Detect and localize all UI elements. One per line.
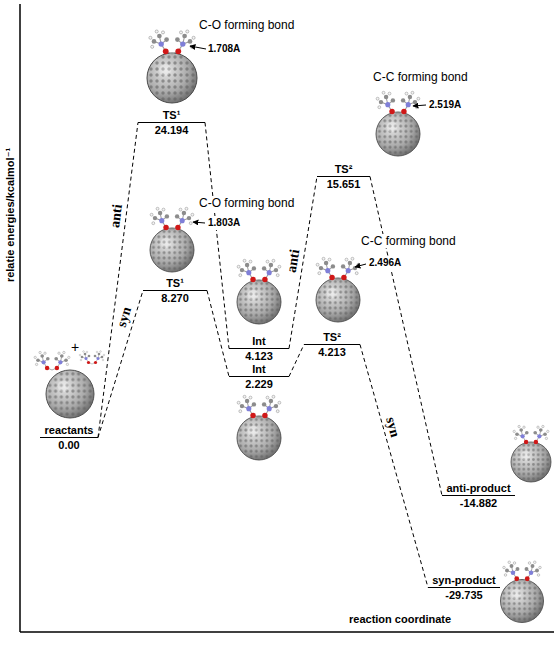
energy-bar (138, 122, 205, 123)
pathway-label: syn (114, 304, 135, 330)
leader-arrow (355, 264, 366, 267)
energy-level: Int 2.229 (229, 363, 289, 390)
energy-level: TS¹ 8.270 (143, 277, 207, 304)
energy-value: -29.735 (442, 589, 485, 601)
energy-bar (143, 290, 207, 291)
energy-bar (229, 376, 289, 377)
bond-length: 1.708A (207, 42, 241, 56)
energy-value: 8.270 (158, 292, 192, 304)
callout-text: C-C forming bond (372, 70, 469, 84)
dashed-connector (289, 345, 304, 377)
leader-arrow (193, 222, 205, 223)
energy-bar (40, 437, 98, 438)
energy-value: 4.123 (242, 350, 276, 362)
level-label: Int (249, 335, 268, 347)
energy-value: 2.229 (242, 378, 276, 390)
callout-text: C-O forming bond (198, 196, 295, 210)
energy-value: 24.194 (152, 124, 192, 136)
dashed-connector (98, 291, 143, 438)
bond-length: 2.519A (428, 98, 462, 112)
pathway-label: anti (284, 247, 303, 274)
energy-value: 0.00 (55, 439, 82, 451)
level-label: TS¹ (163, 277, 187, 289)
energy-level: anti-product -14.882 (442, 482, 515, 509)
y-axis (19, 4, 21, 632)
molecule (316, 257, 360, 322)
leader-arrow (190, 46, 206, 49)
molecule (237, 259, 281, 324)
plus-sign: + (70, 340, 80, 354)
pathway-label: anti (107, 202, 125, 229)
dashed-connector (98, 123, 138, 438)
molecule (376, 91, 420, 156)
energy-level: syn-product -29.735 (428, 574, 500, 601)
energy-level: TS¹ 24.194 (138, 109, 205, 136)
energy-level: Int 4.123 (229, 335, 289, 362)
level-label: TS² (332, 163, 356, 175)
bond-length: 2.496A (368, 256, 402, 270)
callout-text: C-C forming bond (360, 234, 457, 248)
level-label: anti-product (443, 482, 513, 494)
x-axis (20, 631, 554, 633)
level-label: reactants (42, 424, 97, 436)
level-label: syn-product (429, 574, 499, 586)
molecule (34, 351, 105, 418)
axis-title: relatie energies/kcalmol⁻¹ (3, 147, 17, 283)
molecule (237, 395, 281, 460)
energy-bar (304, 344, 360, 345)
level-label: TS¹ (160, 109, 184, 121)
energy-bar (428, 587, 500, 588)
dashed-connector (370, 177, 442, 496)
level-label: Int (249, 363, 268, 375)
molecule (511, 425, 551, 482)
energy-level: reactants 0.00 (40, 424, 98, 451)
pathway-label: syn (383, 414, 403, 439)
dashed-connector (205, 123, 229, 349)
molecule (150, 207, 194, 272)
energy-level: TS² 15.651 (317, 163, 370, 190)
energy-bar (317, 176, 370, 177)
molecule (147, 30, 197, 103)
energy-value: 4.213 (315, 346, 349, 358)
energy-level: TS² 4.213 (304, 331, 360, 358)
dashed-connector (207, 291, 229, 377)
energy-bar (442, 495, 515, 496)
level-label: TS² (320, 331, 344, 343)
energy-bar (229, 348, 289, 349)
callout-text: C-O forming bond (198, 18, 295, 32)
axis-title: reaction coordinate (348, 612, 452, 626)
energy-value: 15.651 (324, 178, 364, 190)
bond-length: 1.803A (207, 216, 241, 230)
dashed-connector (360, 345, 428, 588)
molecule (501, 561, 544, 623)
energy-value: -14.882 (457, 497, 500, 509)
leader-arrow (413, 105, 426, 106)
